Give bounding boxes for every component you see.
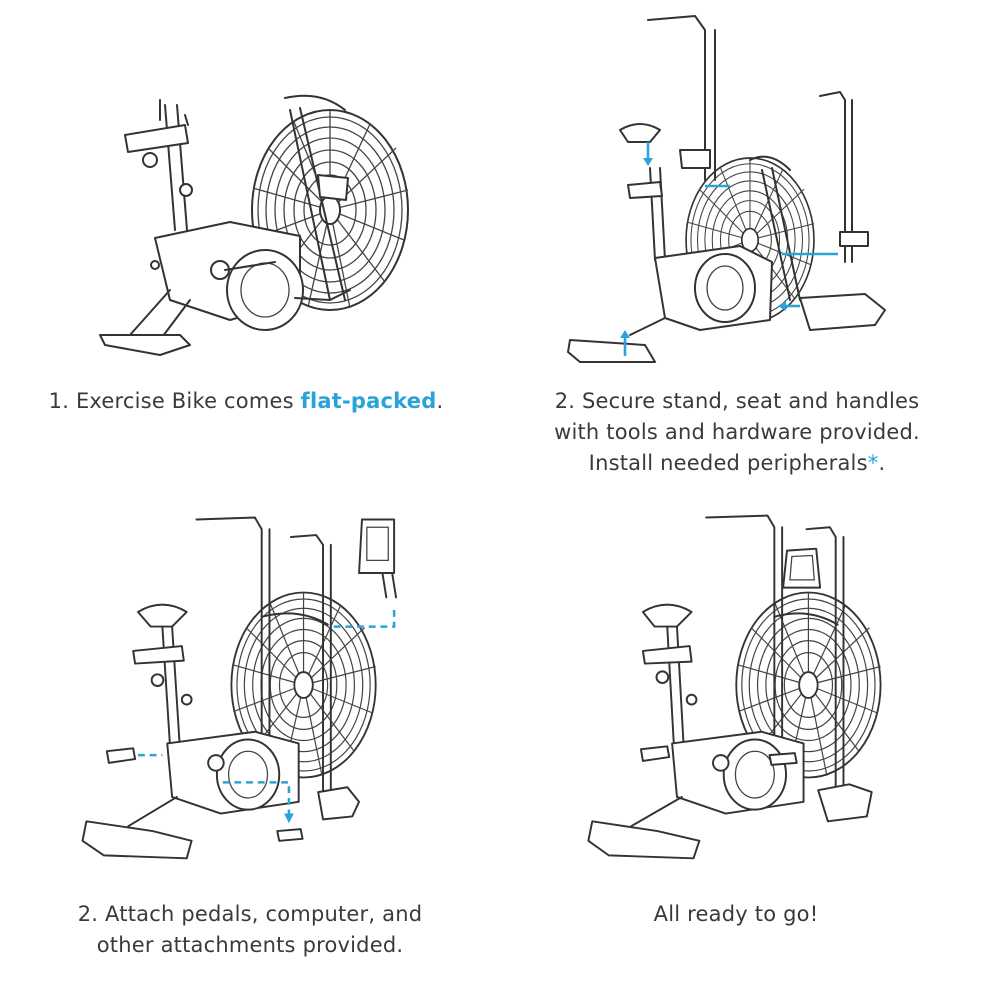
attach-pedals-computer-illustration	[81, 516, 398, 860]
assembly-stand-seat-handles-illustration	[567, 15, 886, 363]
step-2-caption-line-2: with tools and hardware provided.	[554, 420, 920, 444]
step-3-caption-line-1: 2. Attach pedals, computer, and	[77, 902, 423, 926]
step-3-caption-line-2: other attachments provided.	[96, 933, 404, 957]
step-2-caption-line-3-period: .	[878, 451, 886, 475]
step-2-caption-line-1: 2. Secure stand, seat and handles	[554, 389, 920, 413]
assembled-bike-illustration	[587, 514, 882, 860]
step-2-caption-line-3: Install needed peripherals*.	[487, 448, 987, 479]
step-3-panel: 2. Attach pedals, computer, and other at…	[0, 500, 500, 1000]
step-3-caption: 2. Attach pedals, computer, and other at…	[0, 899, 500, 961]
peripherals-asterisk: *	[867, 451, 879, 475]
step-1-caption-period: .	[436, 389, 444, 413]
flat-packed-highlight: flat-packed	[300, 389, 437, 413]
step-1-caption-text: 1. Exercise Bike comes	[48, 389, 301, 413]
step-4-caption: All ready to go!	[486, 899, 986, 930]
step-1-panel: 1. Exercise Bike comes flat-packed.	[0, 0, 500, 500]
step-2-panel: 2. Secure stand, seat and handles with t…	[500, 0, 1000, 500]
flat-packed-bike-illustration	[99, 94, 409, 356]
step-4-caption-text: All ready to go!	[653, 902, 819, 926]
step-2-caption: 2. Secure stand, seat and handles with t…	[487, 386, 987, 479]
step-4-panel: All ready to go!	[500, 500, 1000, 1000]
step-2-caption-line-3-text: Install needed peripherals	[588, 451, 868, 475]
step-1-caption: 1. Exercise Bike comes flat-packed.	[0, 386, 496, 417]
